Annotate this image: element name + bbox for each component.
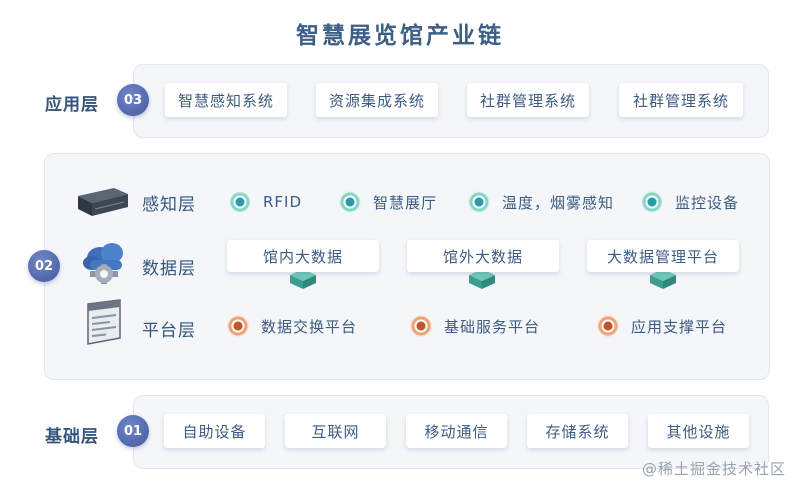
platform-window-icon — [87, 299, 121, 345]
perception-item-smart-hall: 智慧展厅 — [339, 189, 437, 215]
badge-03: 03 — [117, 84, 149, 116]
app-system-community-2[interactable]: 社群管理系统 — [619, 83, 743, 117]
data-box-external[interactable]: 馆外大数据 — [407, 240, 559, 272]
app-system-perception[interactable]: 智慧感知系统 — [165, 83, 287, 117]
application-layer-label: 应用层 — [45, 95, 99, 115]
data-box-management[interactable]: 大数据管理平台 — [587, 240, 739, 272]
page-title: 智慧展览馆产业链 — [296, 23, 504, 49]
foundation-item-mobile[interactable]: 移动通信 — [406, 414, 507, 448]
cube-icon — [469, 269, 495, 289]
perception-item-label: 智慧展厅 — [373, 193, 438, 212]
foundation-item-self-service[interactable]: 自助设备 — [164, 414, 265, 448]
foundation-layer-label: 基础层 — [45, 427, 99, 447]
green-dot-icon — [229, 191, 251, 213]
perception-item-label: 监控设备 — [675, 193, 740, 212]
foundation-item-other[interactable]: 其他设施 — [648, 414, 749, 448]
platform-layer-label: 平台层 — [142, 321, 196, 341]
badge-02: 02 — [28, 250, 60, 282]
perception-item-label: 温度，烟雾感知 — [502, 193, 615, 212]
platform-item-exchange: 数据交换平台 — [227, 313, 357, 339]
green-dot-icon — [468, 191, 490, 213]
orange-dot-icon — [597, 315, 619, 337]
watermark: @稀土掘金技术社区 — [641, 460, 786, 478]
server-icon — [78, 188, 128, 216]
perception-item-monitor: 监控设备 — [641, 189, 739, 215]
perception-item-rfid: RFID — [229, 189, 302, 215]
foundation-item-internet[interactable]: 互联网 — [285, 414, 386, 448]
badge-01: 01 — [117, 415, 149, 447]
perception-item-label: RFID — [263, 193, 303, 211]
cube-icon — [290, 269, 316, 289]
app-system-community-1[interactable]: 社群管理系统 — [467, 83, 589, 117]
cloud-gear-icon — [83, 243, 123, 284]
orange-dot-icon — [227, 315, 249, 337]
foundation-item-storage[interactable]: 存储系统 — [527, 414, 628, 448]
green-dot-icon — [339, 191, 361, 213]
cube-icon — [650, 269, 676, 289]
platform-item-basic-service: 基础服务平台 — [410, 313, 540, 339]
orange-dot-icon — [410, 315, 432, 337]
platform-item-app-support: 应用支撑平台 — [597, 313, 727, 339]
perception-layer-label: 感知层 — [142, 195, 196, 215]
platform-item-label: 基础服务平台 — [444, 317, 541, 336]
perception-item-temperature: 温度，烟雾感知 — [468, 189, 614, 215]
data-layer-label: 数据层 — [142, 259, 196, 279]
green-dot-icon — [641, 191, 663, 213]
platform-item-label: 数据交换平台 — [261, 317, 358, 336]
app-system-resource[interactable]: 资源集成系统 — [316, 83, 438, 117]
platform-item-label: 应用支撑平台 — [631, 317, 728, 336]
data-box-internal[interactable]: 馆内大数据 — [227, 240, 379, 272]
